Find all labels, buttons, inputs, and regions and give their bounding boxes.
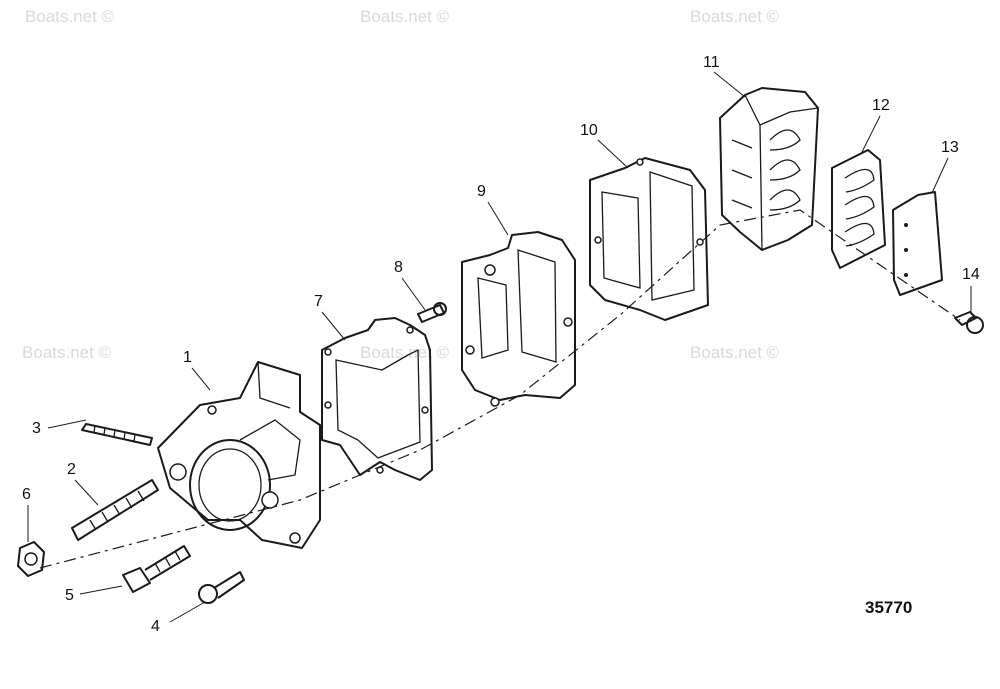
part-12-reed-petals bbox=[831, 149, 886, 269]
part-7-gasket bbox=[321, 317, 433, 481]
callout-11: 11 bbox=[703, 54, 720, 71]
callout-2: 2 bbox=[67, 461, 76, 478]
callout-12: 12 bbox=[872, 97, 890, 114]
callout-6: 6 bbox=[22, 486, 31, 503]
leader-lines bbox=[27, 71, 972, 623]
callout-10: 10 bbox=[580, 122, 598, 139]
callout-5: 5 bbox=[65, 587, 74, 604]
callout-14: 14 bbox=[962, 266, 980, 283]
callout-labels: 1 2 3 4 5 6 7 8 9 10 11 12 13 14 bbox=[22, 54, 980, 635]
part-9-reed-plate bbox=[461, 231, 576, 407]
callout-13: 13 bbox=[941, 139, 959, 156]
callout-9: 9 bbox=[477, 183, 486, 200]
part-6-nut bbox=[17, 541, 45, 577]
watermark: Boats.net © bbox=[360, 7, 450, 26]
assembly-axis-line bbox=[39, 209, 961, 569]
part-13-reed-stop bbox=[892, 191, 943, 296]
part-4-bolt bbox=[198, 571, 245, 604]
part-10-gasket bbox=[589, 157, 709, 321]
part-8-screw bbox=[417, 302, 447, 323]
watermark: Boats.net © bbox=[22, 343, 112, 362]
callout-1: 1 bbox=[183, 349, 192, 366]
watermark: Boats.net © bbox=[25, 7, 115, 26]
part-1-housing bbox=[157, 361, 321, 549]
callout-3: 3 bbox=[32, 420, 41, 437]
part-14-screw bbox=[954, 311, 984, 334]
watermark: Boats.net © bbox=[690, 7, 780, 26]
part-11-reed-cage bbox=[719, 87, 819, 251]
callout-8: 8 bbox=[394, 259, 403, 276]
watermark-group: Boats.net © Boats.net © Boats.net © Boat… bbox=[22, 7, 780, 362]
watermark: Boats.net © bbox=[690, 343, 780, 362]
callout-7: 7 bbox=[314, 293, 323, 310]
figure-reference-number: 35770 bbox=[865, 598, 912, 617]
part-3-threaded-stud bbox=[81, 423, 153, 446]
part-5-screw bbox=[122, 545, 191, 593]
part-2-stud bbox=[71, 479, 159, 541]
callout-4: 4 bbox=[151, 618, 160, 635]
watermark: Boats.net © bbox=[360, 343, 450, 362]
